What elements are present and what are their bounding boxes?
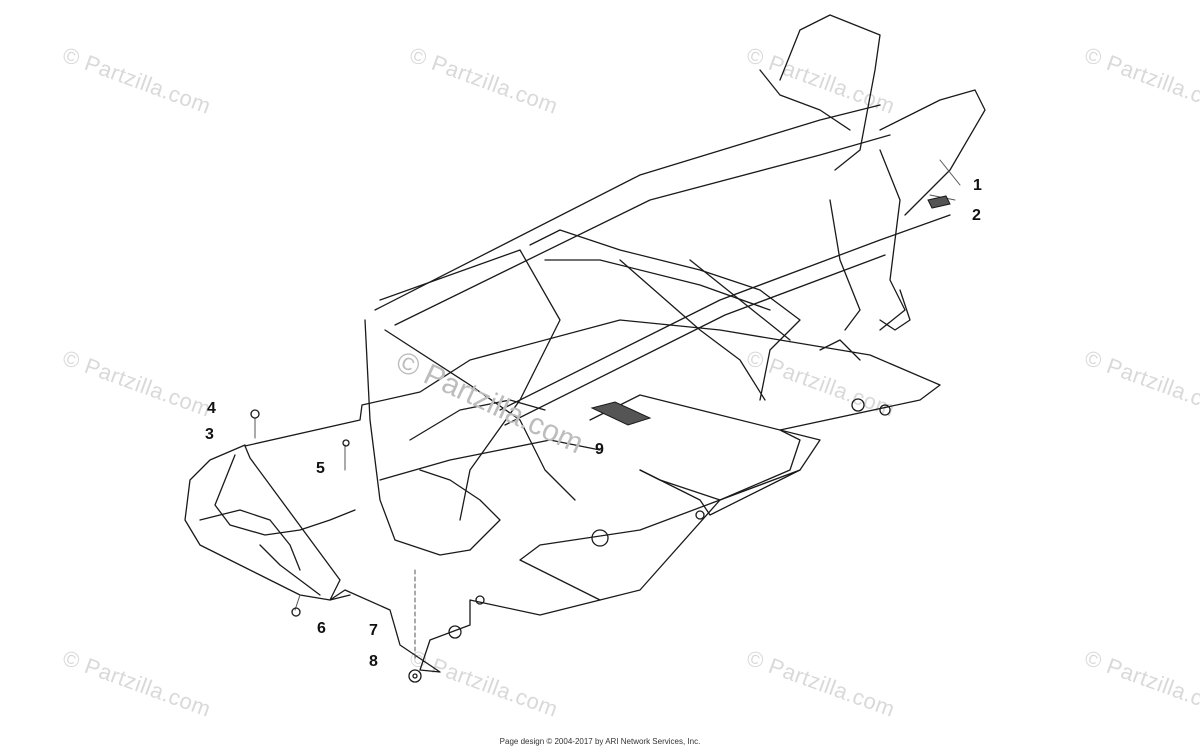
- rear-bracket: [819, 339, 861, 361]
- front-cage: [419, 469, 501, 551]
- callout-6[interactable]: 6: [317, 620, 326, 637]
- frame-rail: [394, 134, 891, 326]
- plate-hole: [475, 595, 485, 605]
- callout-7[interactable]: 7: [369, 622, 378, 639]
- cross-tube: [689, 259, 791, 341]
- pad-part-2: [927, 195, 951, 209]
- front-cage: [364, 319, 471, 556]
- cross-tube: [529, 229, 801, 401]
- skid-plate-rear: [599, 499, 721, 601]
- plate-hole: [591, 529, 609, 547]
- front-cage: [409, 399, 546, 441]
- front-bumper: [199, 509, 301, 571]
- cross-tube: [544, 259, 771, 311]
- callout-2[interactable]: 2: [972, 207, 981, 224]
- plate-hole: [448, 625, 462, 639]
- rear-cage: [879, 89, 986, 216]
- rear-bracket: [879, 289, 911, 331]
- front-bumper: [184, 444, 351, 601]
- front-bumper: [214, 454, 356, 536]
- rear-cage: [879, 149, 906, 331]
- footer-copyright: Page design © 2004-2017 by ARI Network S…: [499, 737, 701, 746]
- washer-inner: [412, 673, 418, 679]
- callout-5[interactable]: 5: [316, 460, 325, 477]
- callout-1[interactable]: 1: [973, 177, 982, 194]
- footwell: [639, 469, 801, 516]
- plate-hole: [695, 510, 705, 520]
- front-cage: [379, 249, 561, 521]
- rear-cage: [829, 199, 861, 331]
- pad-part-9: [590, 401, 652, 426]
- front-bumper: [259, 544, 321, 596]
- nut: [342, 439, 350, 447]
- front-cage: [379, 439, 601, 481]
- bolt: [291, 607, 301, 617]
- footwell: [589, 394, 821, 501]
- front-cage: [384, 329, 576, 501]
- cross-tube: [619, 259, 766, 401]
- frame-rail: [499, 214, 951, 411]
- callout-3[interactable]: 3: [205, 426, 214, 443]
- bolt: [250, 409, 260, 419]
- callout-8[interactable]: 8: [369, 653, 378, 670]
- frame-rail: [504, 254, 886, 426]
- frame-rail: [374, 104, 881, 311]
- plate-hole: [851, 398, 865, 412]
- leader-line: [939, 159, 961, 186]
- plate-hole: [879, 404, 891, 416]
- washer: [408, 669, 422, 683]
- callout-4[interactable]: 4: [207, 400, 216, 417]
- callout-9[interactable]: 9: [595, 441, 604, 458]
- rear-cage: [759, 69, 851, 131]
- rear-cage: [779, 14, 881, 171]
- skid-plate: [244, 319, 941, 673]
